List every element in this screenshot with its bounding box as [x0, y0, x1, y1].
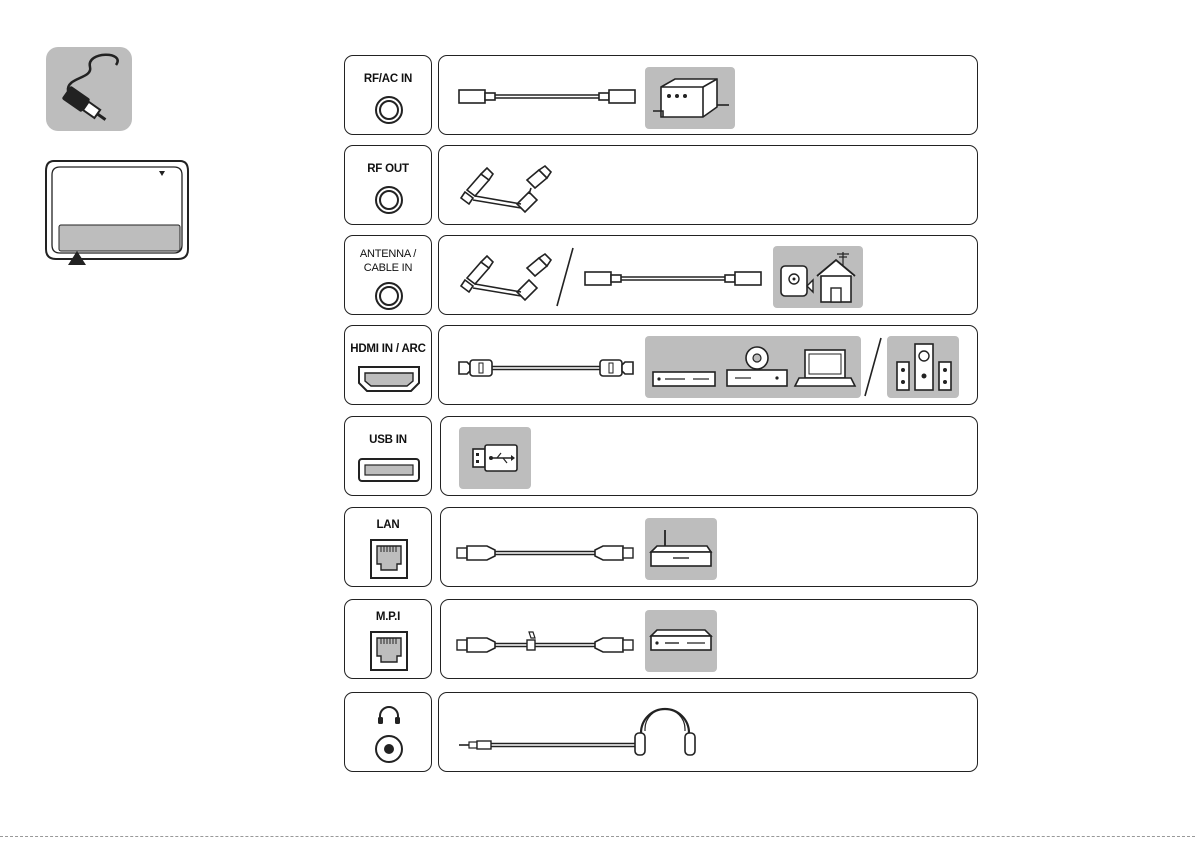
rf-cable-icon [583, 266, 763, 290]
port-rf-out: RF OUT [344, 145, 432, 225]
port-antenna-cable-in: ANTENNA / CABLE IN [344, 235, 432, 315]
row-lan [440, 507, 978, 587]
coax-jack-icon [373, 280, 405, 312]
coaxial-cable-icon [459, 162, 555, 216]
port-label: USB IN [345, 434, 431, 447]
headphone-cable-icon [457, 707, 717, 763]
dvd-player-icon [645, 610, 717, 672]
rf-cable-icon [457, 84, 637, 108]
page-bottom-rule [0, 836, 1195, 837]
port-label: HDMI IN / ARC [345, 343, 431, 356]
cable-plug-icon [46, 47, 132, 131]
port-label: M.P.I [345, 611, 431, 624]
row-headphone [438, 692, 978, 772]
port-label-line2: CABLE IN [345, 262, 431, 275]
row-rf-out [438, 145, 978, 225]
speakers-icon [887, 336, 959, 398]
port-usb-in: USB IN [344, 416, 432, 496]
router-icon [645, 518, 717, 580]
coaxial-cable-icon [459, 250, 555, 304]
row-rf-ac-in [438, 55, 978, 135]
row-antenna-cable-in [438, 235, 978, 315]
mpi-port-icon [369, 630, 409, 672]
port-headphone [344, 692, 432, 772]
port-label: RF OUT [345, 163, 431, 176]
playback-devices-icon [645, 336, 861, 398]
port-label-line1: ANTENNA / [345, 248, 431, 261]
usb-port-icon [357, 457, 421, 483]
tv-back-panel-icon [42, 157, 192, 265]
separator-slash-icon [863, 336, 883, 398]
hdmi-port-icon [357, 365, 421, 393]
coax-jack-icon [373, 184, 405, 216]
separator-slash-icon [555, 246, 575, 308]
usb-drive-icon [459, 427, 531, 489]
ethernet-cable-icon [455, 542, 635, 564]
port-mpi: M.P.I [344, 599, 432, 679]
row-usb-in [440, 416, 978, 496]
hdmi-cable-icon [457, 356, 635, 380]
mpi-cable-icon [455, 630, 635, 658]
ethernet-port-icon [369, 538, 409, 580]
port-hdmi-in-arc: HDMI IN / ARC [344, 325, 432, 405]
set-top-box-icon [645, 67, 735, 129]
headphone-jack-icon [373, 733, 405, 765]
port-rf-ac-in: RF/AC IN [344, 55, 432, 135]
port-label: LAN [345, 519, 431, 532]
headphone-icon [377, 705, 401, 725]
coax-jack-icon [373, 94, 405, 126]
row-hdmi-in-arc [438, 325, 978, 405]
port-lan: LAN [344, 507, 432, 587]
wall-antenna-house-icon [773, 246, 863, 308]
row-mpi [440, 599, 978, 679]
port-label: RF/AC IN [345, 73, 431, 86]
